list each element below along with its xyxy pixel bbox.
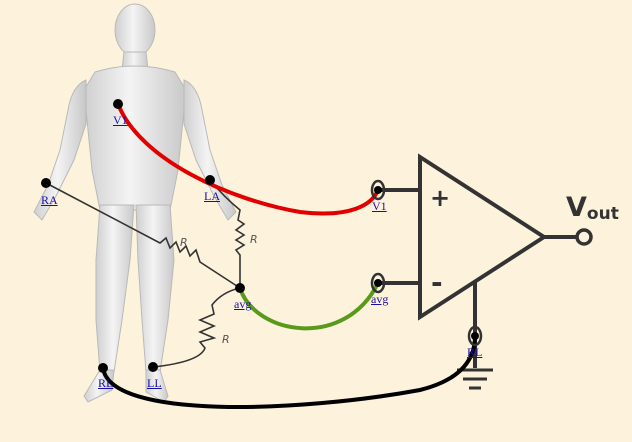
v1-electrode-link[interactable]: V1	[113, 113, 128, 127]
v1-input-connector[interactable]	[370, 179, 386, 201]
v1-electrode[interactable]	[113, 99, 123, 109]
rl-lead-wire[interactable]	[101, 335, 477, 410]
ra-resistor-label: R	[180, 236, 188, 249]
avg-input-connector[interactable]	[370, 272, 386, 294]
body-figure	[33, 3, 237, 403]
minus-sign: -	[431, 266, 443, 299]
ll-electrode-link[interactable]: LL	[147, 376, 162, 390]
ra-electrode[interactable]	[41, 178, 51, 188]
output-label: Vout	[566, 194, 619, 225]
rl-input-link[interactable]: RL	[467, 345, 483, 359]
rl-electrode[interactable]	[98, 363, 108, 373]
avg-node[interactable]	[235, 283, 245, 293]
avg-node-link[interactable]: avg	[234, 297, 252, 311]
output-label-sub: out	[586, 204, 619, 224]
ra-electrode-link[interactable]: RA	[41, 193, 58, 207]
v1-lead-wire[interactable]	[116, 103, 380, 216]
v1-input-link[interactable]: V1	[372, 199, 387, 213]
plus-sign: +	[430, 184, 450, 212]
op-amp	[378, 153, 593, 390]
output-label-main: V	[566, 192, 587, 223]
la-electrode[interactable]	[205, 175, 215, 185]
la-resistor-label: R	[250, 233, 258, 246]
la-electrode-link[interactable]: LA	[204, 189, 220, 203]
ll-electrode[interactable]	[148, 362, 158, 372]
ll-resistor-wire	[152, 287, 241, 368]
ra-resistor-wire	[45, 182, 241, 289]
rl-electrode-link[interactable]: RL	[98, 376, 114, 390]
avg-input-link[interactable]: avg	[371, 292, 389, 306]
avg-lead-wire[interactable]	[238, 282, 380, 331]
ll-resistor-label: R	[222, 333, 230, 346]
rl-input-connector[interactable]	[467, 325, 483, 347]
